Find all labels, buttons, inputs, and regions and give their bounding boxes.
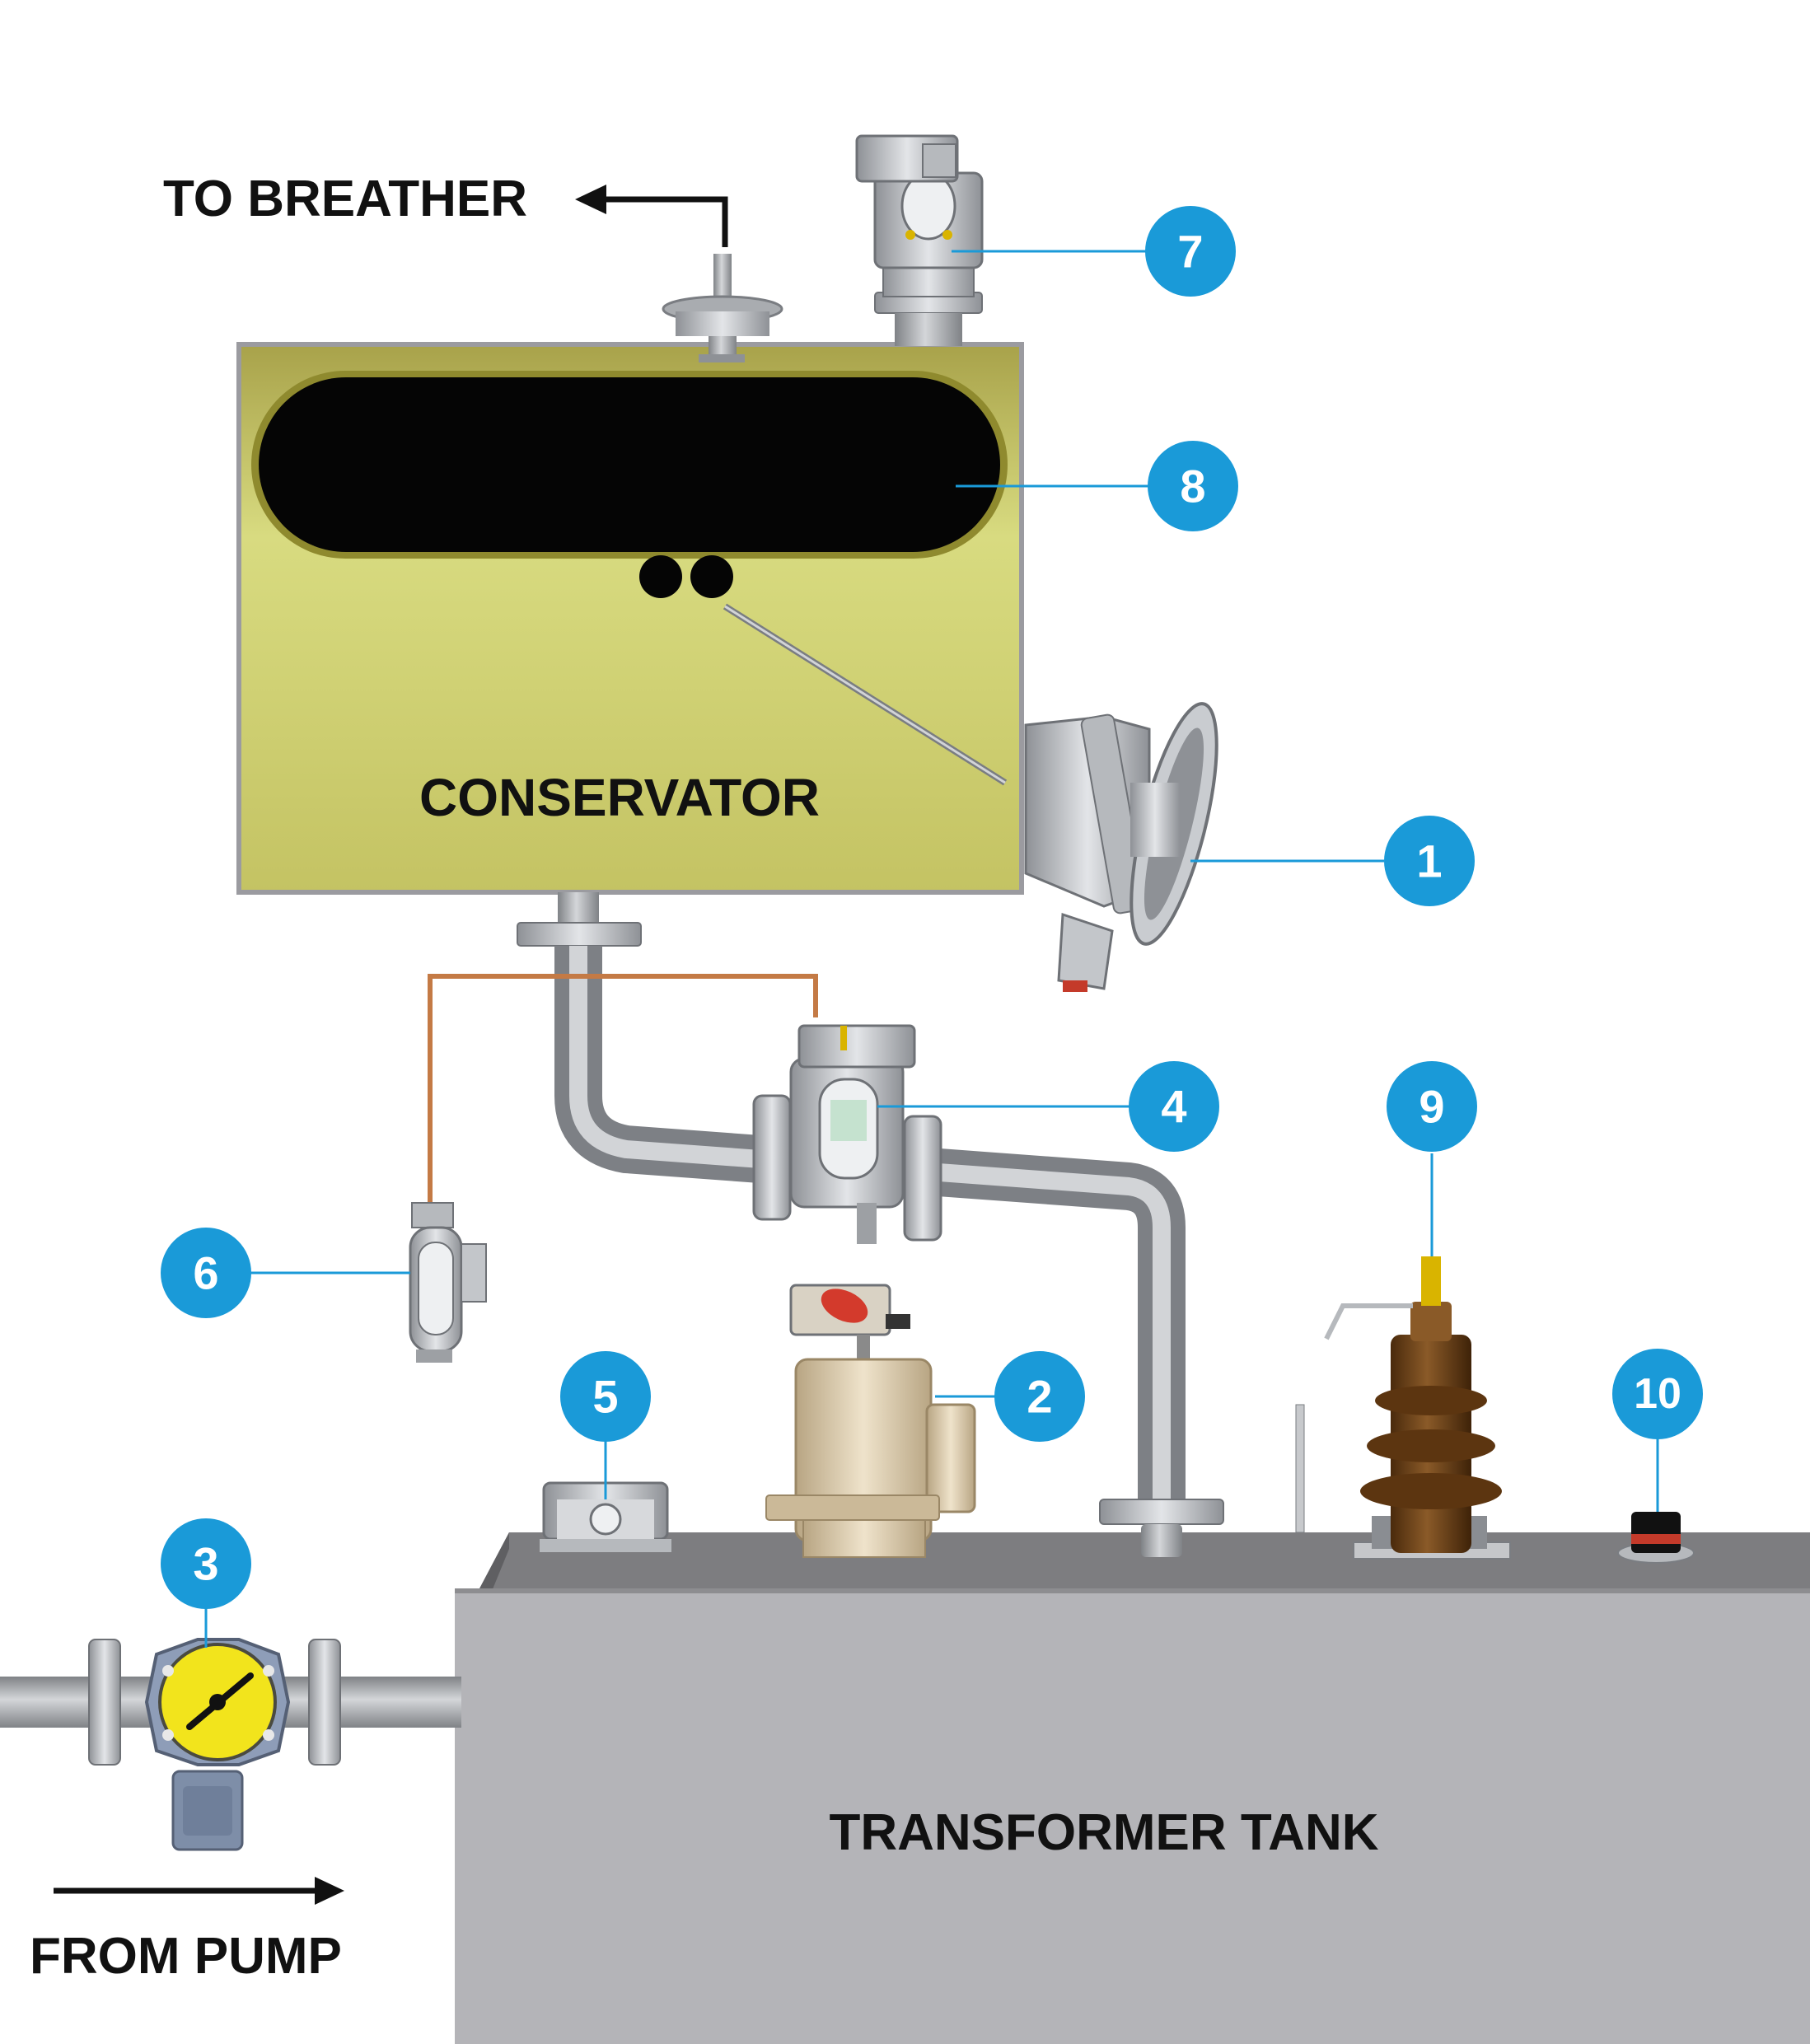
callout-4: 4	[1129, 1061, 1219, 1152]
callout-5-number: 5	[592, 1371, 618, 1423]
callout-8: 8	[1148, 441, 1238, 531]
air-cell	[259, 377, 1000, 552]
callout-3: 3	[161, 1518, 251, 1609]
callout-10-number: 10	[1634, 1370, 1681, 1418]
oil-flow-indicator	[144, 1638, 291, 1851]
breather-outlet: TO BREATHER	[163, 171, 783, 362]
main-pipe	[517, 892, 1224, 1557]
copper-sense-line	[428, 974, 818, 1203]
to-breather-arrow	[600, 196, 728, 247]
conservator-side-valve	[1024, 702, 1218, 992]
callout-10: 10	[1612, 1349, 1703, 1439]
callout-5: 5	[560, 1351, 651, 1442]
from-pump-indicator: FROM PUMP	[30, 1877, 344, 1985]
callout-9: 9	[1387, 1061, 1477, 1152]
callout-4-number: 4	[1161, 1081, 1186, 1133]
buchholz-relay	[752, 1024, 942, 1244]
callout-2: 2	[994, 1351, 1085, 1442]
from-pump-label: FROM PUMP	[30, 1928, 342, 1985]
callout-1-number: 1	[1416, 835, 1442, 887]
tank-valve	[765, 1284, 976, 1558]
callout-7-number: 7	[1177, 226, 1203, 278]
callout-3-number: 3	[193, 1538, 218, 1590]
bushing	[1295, 1256, 1511, 1560]
pressure-switch	[409, 1202, 487, 1363]
conservator-label: CONSERVATOR	[419, 768, 820, 827]
callout-6: 6	[161, 1228, 251, 1318]
top-relief-device	[855, 134, 984, 346]
inlet-flange-left	[88, 1639, 121, 1766]
callout-2-number: 2	[1027, 1371, 1052, 1423]
callout-6-number: 6	[193, 1247, 218, 1299]
transformer-tank-label: TRANSFORMER TANK	[829, 1804, 1378, 1861]
tank-body	[455, 1590, 1810, 2044]
drain-plug	[1617, 1512, 1695, 1564]
callout-7: 7	[1145, 206, 1236, 297]
to-breather-label: TO BREATHER	[163, 171, 527, 227]
inlet-flange-right	[308, 1639, 341, 1766]
transformer-tank: TRANSFORMER TANK	[455, 1532, 1810, 2044]
conservator: CONSERVATOR	[236, 342, 1024, 895]
callout-9-number: 9	[1419, 1081, 1444, 1133]
callout-1: 1	[1384, 816, 1475, 906]
callout-8-number: 8	[1180, 461, 1205, 512]
tank-relay-box	[540, 1481, 671, 1552]
leader-lines	[204, 250, 1659, 1648]
